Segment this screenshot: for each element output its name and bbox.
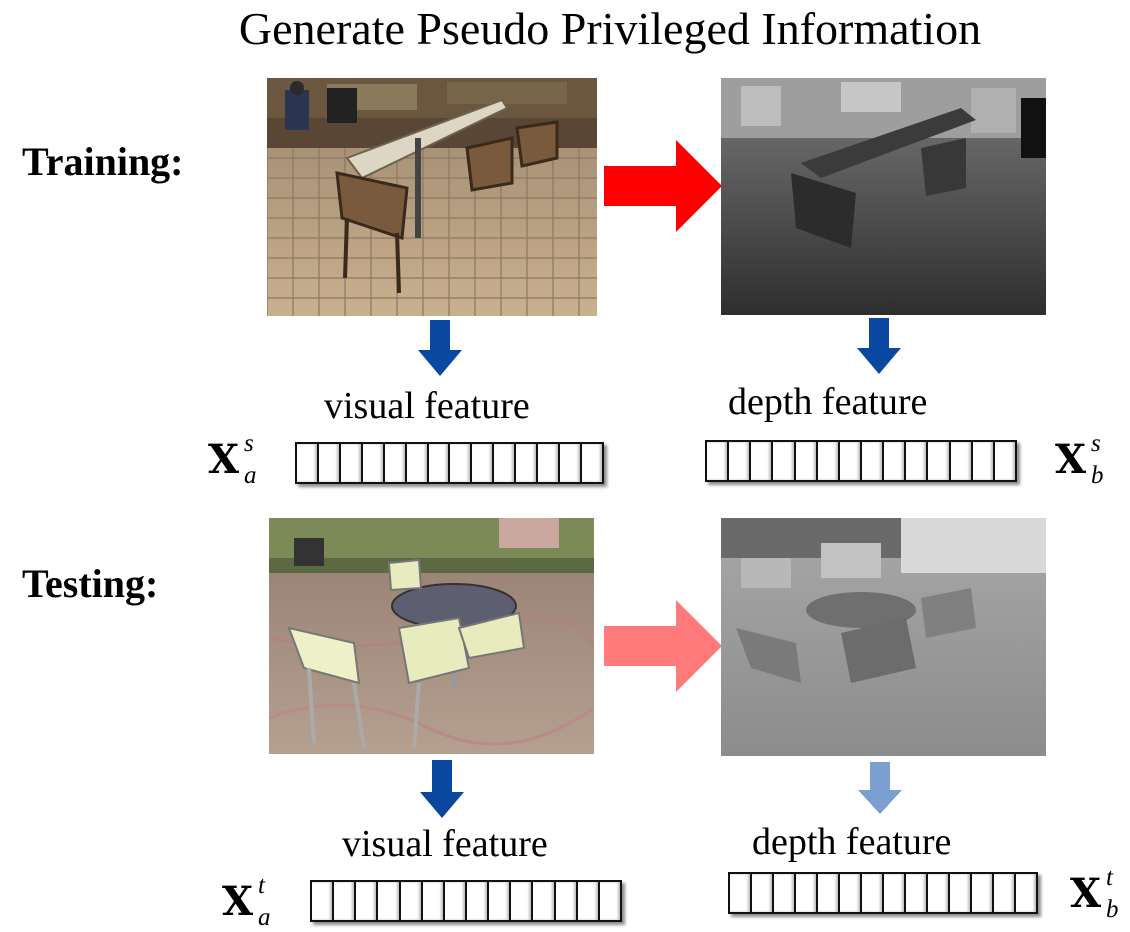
vector-cell [994,874,1016,912]
testing-depth-feature-label: depth feature [752,821,952,863]
vector-cell [578,882,600,920]
vector-cell [752,874,774,912]
testing-visual-feature-vector [310,880,622,922]
vector-cell [582,444,602,482]
vector-cell [818,442,840,480]
generate-depth-arrow-testing [604,600,722,692]
down-arrow-training-depth [857,318,901,374]
vector-cell [928,874,950,912]
symbol-superscript: s [1091,430,1101,457]
vector-cell [818,874,840,912]
training-depth-feature-vector [705,440,1017,482]
symbol-base: X [1055,436,1087,483]
vector-cell [319,444,341,482]
vector-cell [489,882,512,920]
vector-cell [928,442,951,480]
symbol-superscript: t [258,872,265,899]
vector-cell [840,442,862,480]
vector-cell [751,442,774,480]
vector-cell [356,882,379,920]
vector-cell [730,874,752,912]
vector-cell [312,882,335,920]
vector-cell [796,442,818,480]
training-visual-feature-label: visual feature [324,385,530,427]
symbol-base: X [208,436,240,483]
vector-cell [1016,874,1036,912]
vector-cell [341,444,363,482]
vector-cell [467,882,490,920]
symbol-superscript: t [1106,864,1113,891]
testing-label: Testing: [22,561,159,606]
vector-cell [297,444,319,482]
vector-cell [840,874,862,912]
vector-cell [862,442,885,480]
down-arrow-testing-depth [858,762,902,814]
arrow-red-shape [604,140,722,232]
vector-cell [884,874,906,912]
vector-cell [423,882,445,920]
vector-cell [556,882,578,920]
vector-cell [773,442,796,480]
training-depth-feature-label: depth feature [728,381,928,423]
training-visual-feature-vector [295,442,604,484]
vector-cell [511,882,534,920]
down-arrow-testing-visual [420,760,464,818]
training-depth-image [721,78,1046,315]
symbol-superscript: s [244,430,254,457]
vector-cell [407,444,429,482]
vector-cell [796,874,818,912]
symbol-base: X [1070,870,1102,917]
vector-cell [401,882,423,920]
testing-visual-feature-label: visual feature [342,823,548,865]
testing-depth-image [721,518,1046,756]
vector-cell [951,442,973,480]
vector-cell [516,444,539,482]
vector-cell [995,442,1015,480]
vector-cell [494,444,517,482]
vector-cell [429,444,451,482]
generate-depth-arrow-training [604,140,722,232]
vector-cell [538,444,561,482]
vector-cell [972,874,994,912]
vector-cell [707,442,730,480]
vector-cell [862,874,884,912]
vector-cell [385,444,407,482]
vector-cell [363,444,385,482]
training-rgb-image [267,78,597,316]
symbol-subscript: a [244,462,257,489]
vector-cell [973,442,995,480]
vector-cell [560,444,582,482]
vector-cell [906,874,928,912]
vector-cell [950,874,972,912]
vector-cell [884,442,907,480]
arrow-pink-shape [604,600,722,692]
vector-cell [729,442,752,480]
vector-cell [472,444,495,482]
training-label: Training: [22,139,184,184]
vector-cell [600,882,620,920]
symbol-subscript: a [258,904,271,931]
testing-depth-feature-vector [728,872,1038,914]
vector-cell [334,882,357,920]
symbol-base: X [222,878,254,925]
symbol-subscript: b [1091,462,1104,489]
vector-cell [378,882,401,920]
symbol-subscript: b [1106,896,1119,923]
testing-rgb-image [269,518,594,754]
vector-cell [906,442,929,480]
vector-cell [774,874,796,912]
diagram-title: Generate Pseudo Privileged Information [238,3,982,54]
vector-cell [445,882,467,920]
down-arrow-training-visual [418,320,462,376]
vector-cell [450,444,473,482]
vector-cell [533,882,556,920]
